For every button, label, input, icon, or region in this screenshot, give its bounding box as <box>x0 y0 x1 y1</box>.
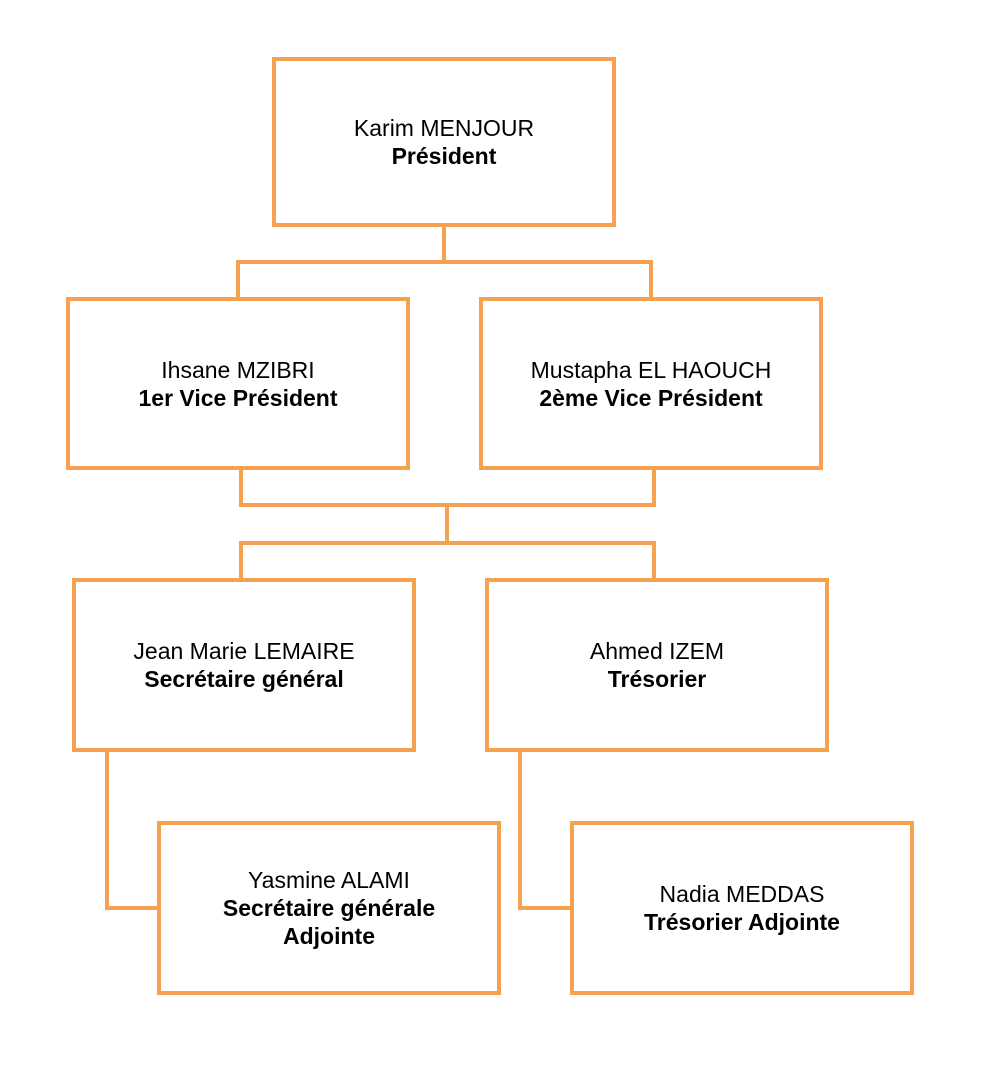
president-role: Président <box>391 143 497 169</box>
secretary-general-role: Secrétaire général <box>144 666 344 692</box>
deputy-treasurer-box: Nadia MEDDAS Trésorier Adjointe <box>570 821 914 995</box>
deputy-treasurer-name: Nadia MEDDAS <box>659 881 825 907</box>
treasurer-role: Trésorier <box>607 666 707 692</box>
treasurer-name: Ahmed IZEM <box>589 638 725 664</box>
deputy-treasurer-role: Trésorier Adjointe <box>644 909 840 935</box>
deputy-secretary-general-name: Yasmine ALAMI <box>248 867 410 893</box>
vice-president-1-role: 1er Vice Président <box>138 384 338 411</box>
treasurer-box: Ahmed IZEM Trésorier <box>485 578 829 752</box>
secretary-general-name: Jean Marie LEMAIRE <box>133 638 355 664</box>
secretary-general-box: Jean Marie LEMAIRE Secrétaire général <box>72 578 416 752</box>
deputy-secretary-general-role-line2: Adjointe <box>283 923 375 949</box>
deputy-secretary-general-role-line1: Secrétaire générale <box>222 895 436 921</box>
vice-president-2-name: Mustapha EL HAOUCH <box>530 356 772 383</box>
president-box: Karim MENJOUR Président <box>272 57 616 227</box>
vice-president-1-box: Ihsane MZIBRI 1er Vice Président <box>66 297 410 470</box>
deputy-secretary-general-box: Yasmine ALAMI Secrétaire générale Adjoin… <box>157 821 501 995</box>
vice-president-2-box: Mustapha EL HAOUCH 2ème Vice Président <box>479 297 823 470</box>
vice-president-2-role: 2ème Vice Président <box>539 384 763 411</box>
president-name: Karim MENJOUR <box>353 115 535 141</box>
vice-president-1-name: Ihsane MZIBRI <box>161 356 315 383</box>
